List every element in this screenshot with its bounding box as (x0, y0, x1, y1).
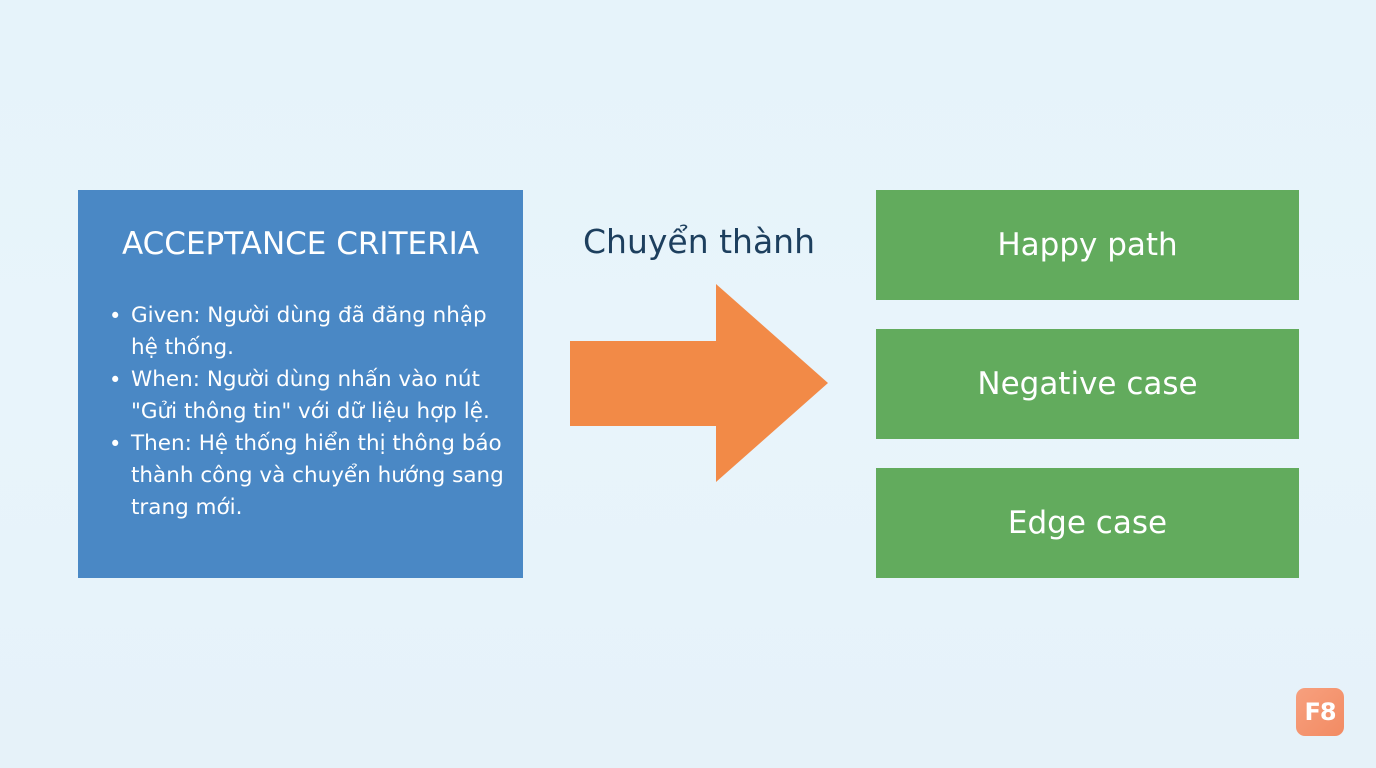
case-edge: Edge case (876, 468, 1299, 578)
arrow-shape (570, 284, 828, 482)
criteria-text-given: Given: Người dùng đã đăng nhập hệ thống. (131, 303, 487, 360)
bullet-icon: • (109, 304, 122, 328)
case-negative: Negative case (876, 329, 1299, 439)
acceptance-criteria-title: ACCEPTANCE CRITERIA (122, 226, 479, 262)
f8-logo: F8 (1296, 688, 1344, 736)
acceptance-criteria-box: ACCEPTANCE CRITERIA • Given: Người dùng … (78, 190, 523, 578)
bullet-icon: • (109, 368, 122, 392)
right-arrow-icon (570, 284, 828, 482)
criteria-text-when: When: Người dùng nhấn vào nút "Gửi thông… (131, 367, 490, 424)
criteria-text-then: Then: Hệ thống hiển thị thông báo thành … (131, 431, 504, 520)
criteria-item-given: • Given: Người dùng đã đăng nhập hệ thốn… (104, 300, 509, 364)
criteria-item-when: • When: Người dùng nhấn vào nút "Gửi thô… (104, 364, 509, 428)
acceptance-criteria-list: • Given: Người dùng đã đăng nhập hệ thốn… (104, 300, 509, 524)
case-happy-path: Happy path (876, 190, 1299, 300)
bullet-icon: • (109, 432, 122, 456)
transform-label: Chuyển thành (582, 222, 815, 261)
criteria-item-then: • Then: Hệ thống hiển thị thông báo thàn… (104, 428, 509, 524)
